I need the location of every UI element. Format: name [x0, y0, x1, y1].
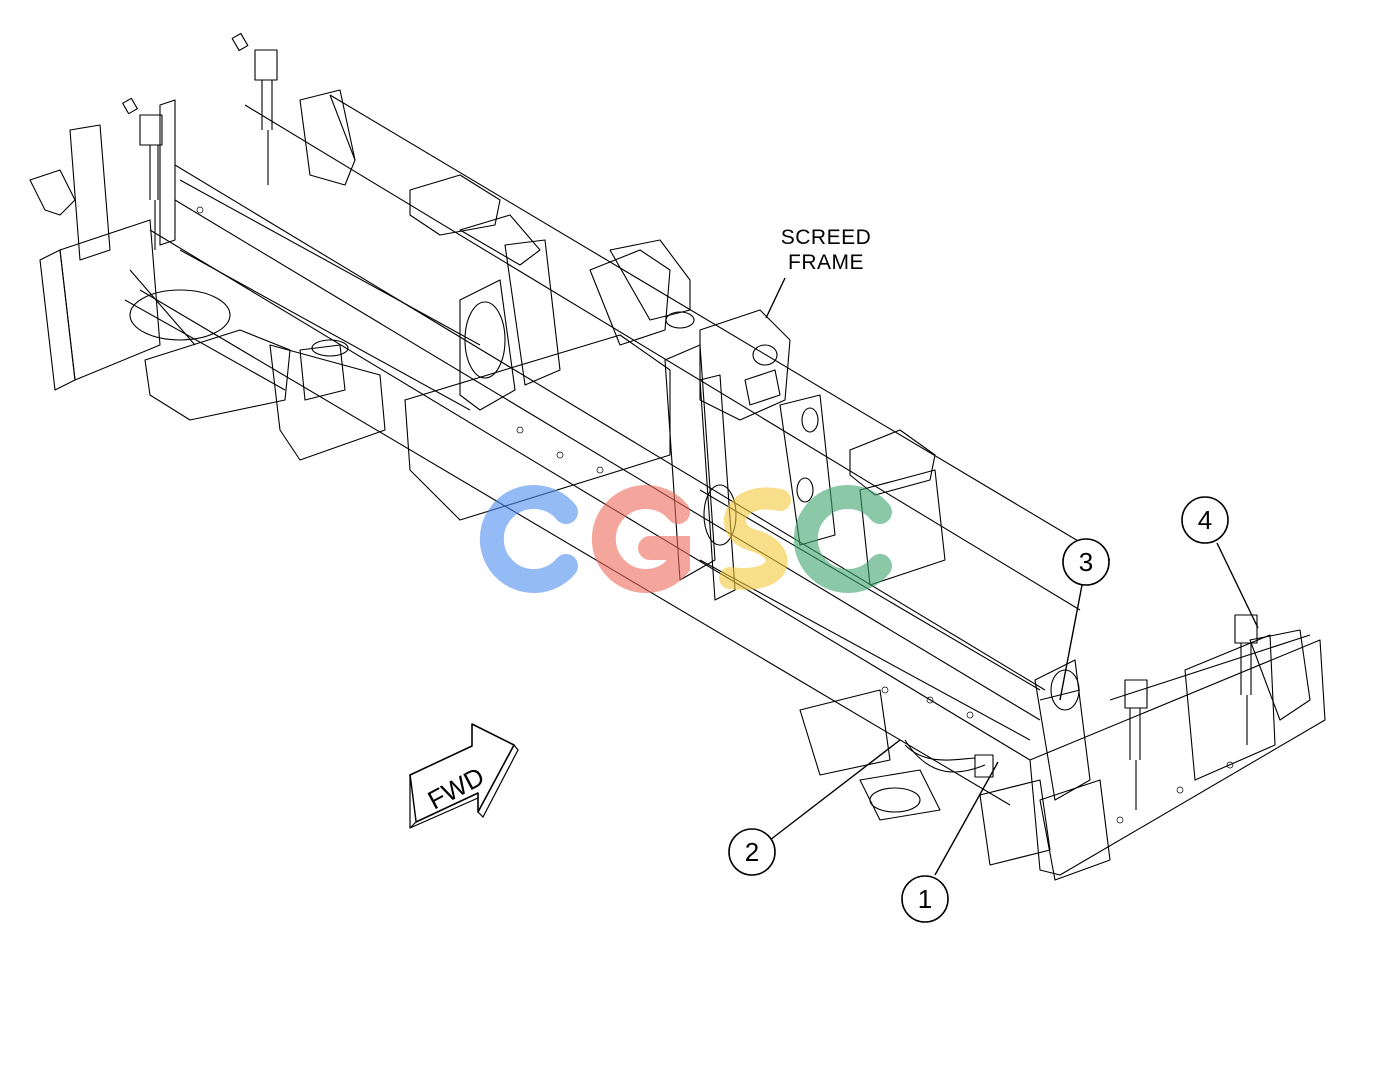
left-actuator-2 [231, 32, 278, 185]
right-actuator-2 [1234, 614, 1258, 745]
screed-frame-label-line2: FRAME [788, 251, 864, 274]
callout-3: 3 [1059, 538, 1110, 701]
callout-2: 2 [728, 739, 901, 876]
callout-1-number: 1 [918, 884, 932, 914]
watermark-letter-c-green [793, 485, 892, 593]
callout-4-number: 4 [1198, 505, 1212, 535]
left-actuator-1 [122, 97, 163, 250]
watermark-letter-s-yellow [719, 487, 791, 590]
screed-frame-drawing [29, 32, 1326, 881]
callout-3-number: 3 [1079, 547, 1093, 577]
callout-2-number: 2 [745, 837, 759, 867]
forward-arrow: FWD [409, 723, 519, 829]
callout-1: 1 [901, 761, 999, 923]
watermark-letter-c-blue [479, 485, 578, 593]
watermark-logo [479, 485, 892, 593]
callout-4: 4 [1181, 496, 1259, 629]
screed-frame-label-line1: SCREED [781, 226, 872, 249]
screed-frame-label: SCREED FRAME [765, 226, 872, 319]
watermark-letter-g-red [591, 485, 690, 593]
right-actuator-1 [1124, 679, 1148, 810]
